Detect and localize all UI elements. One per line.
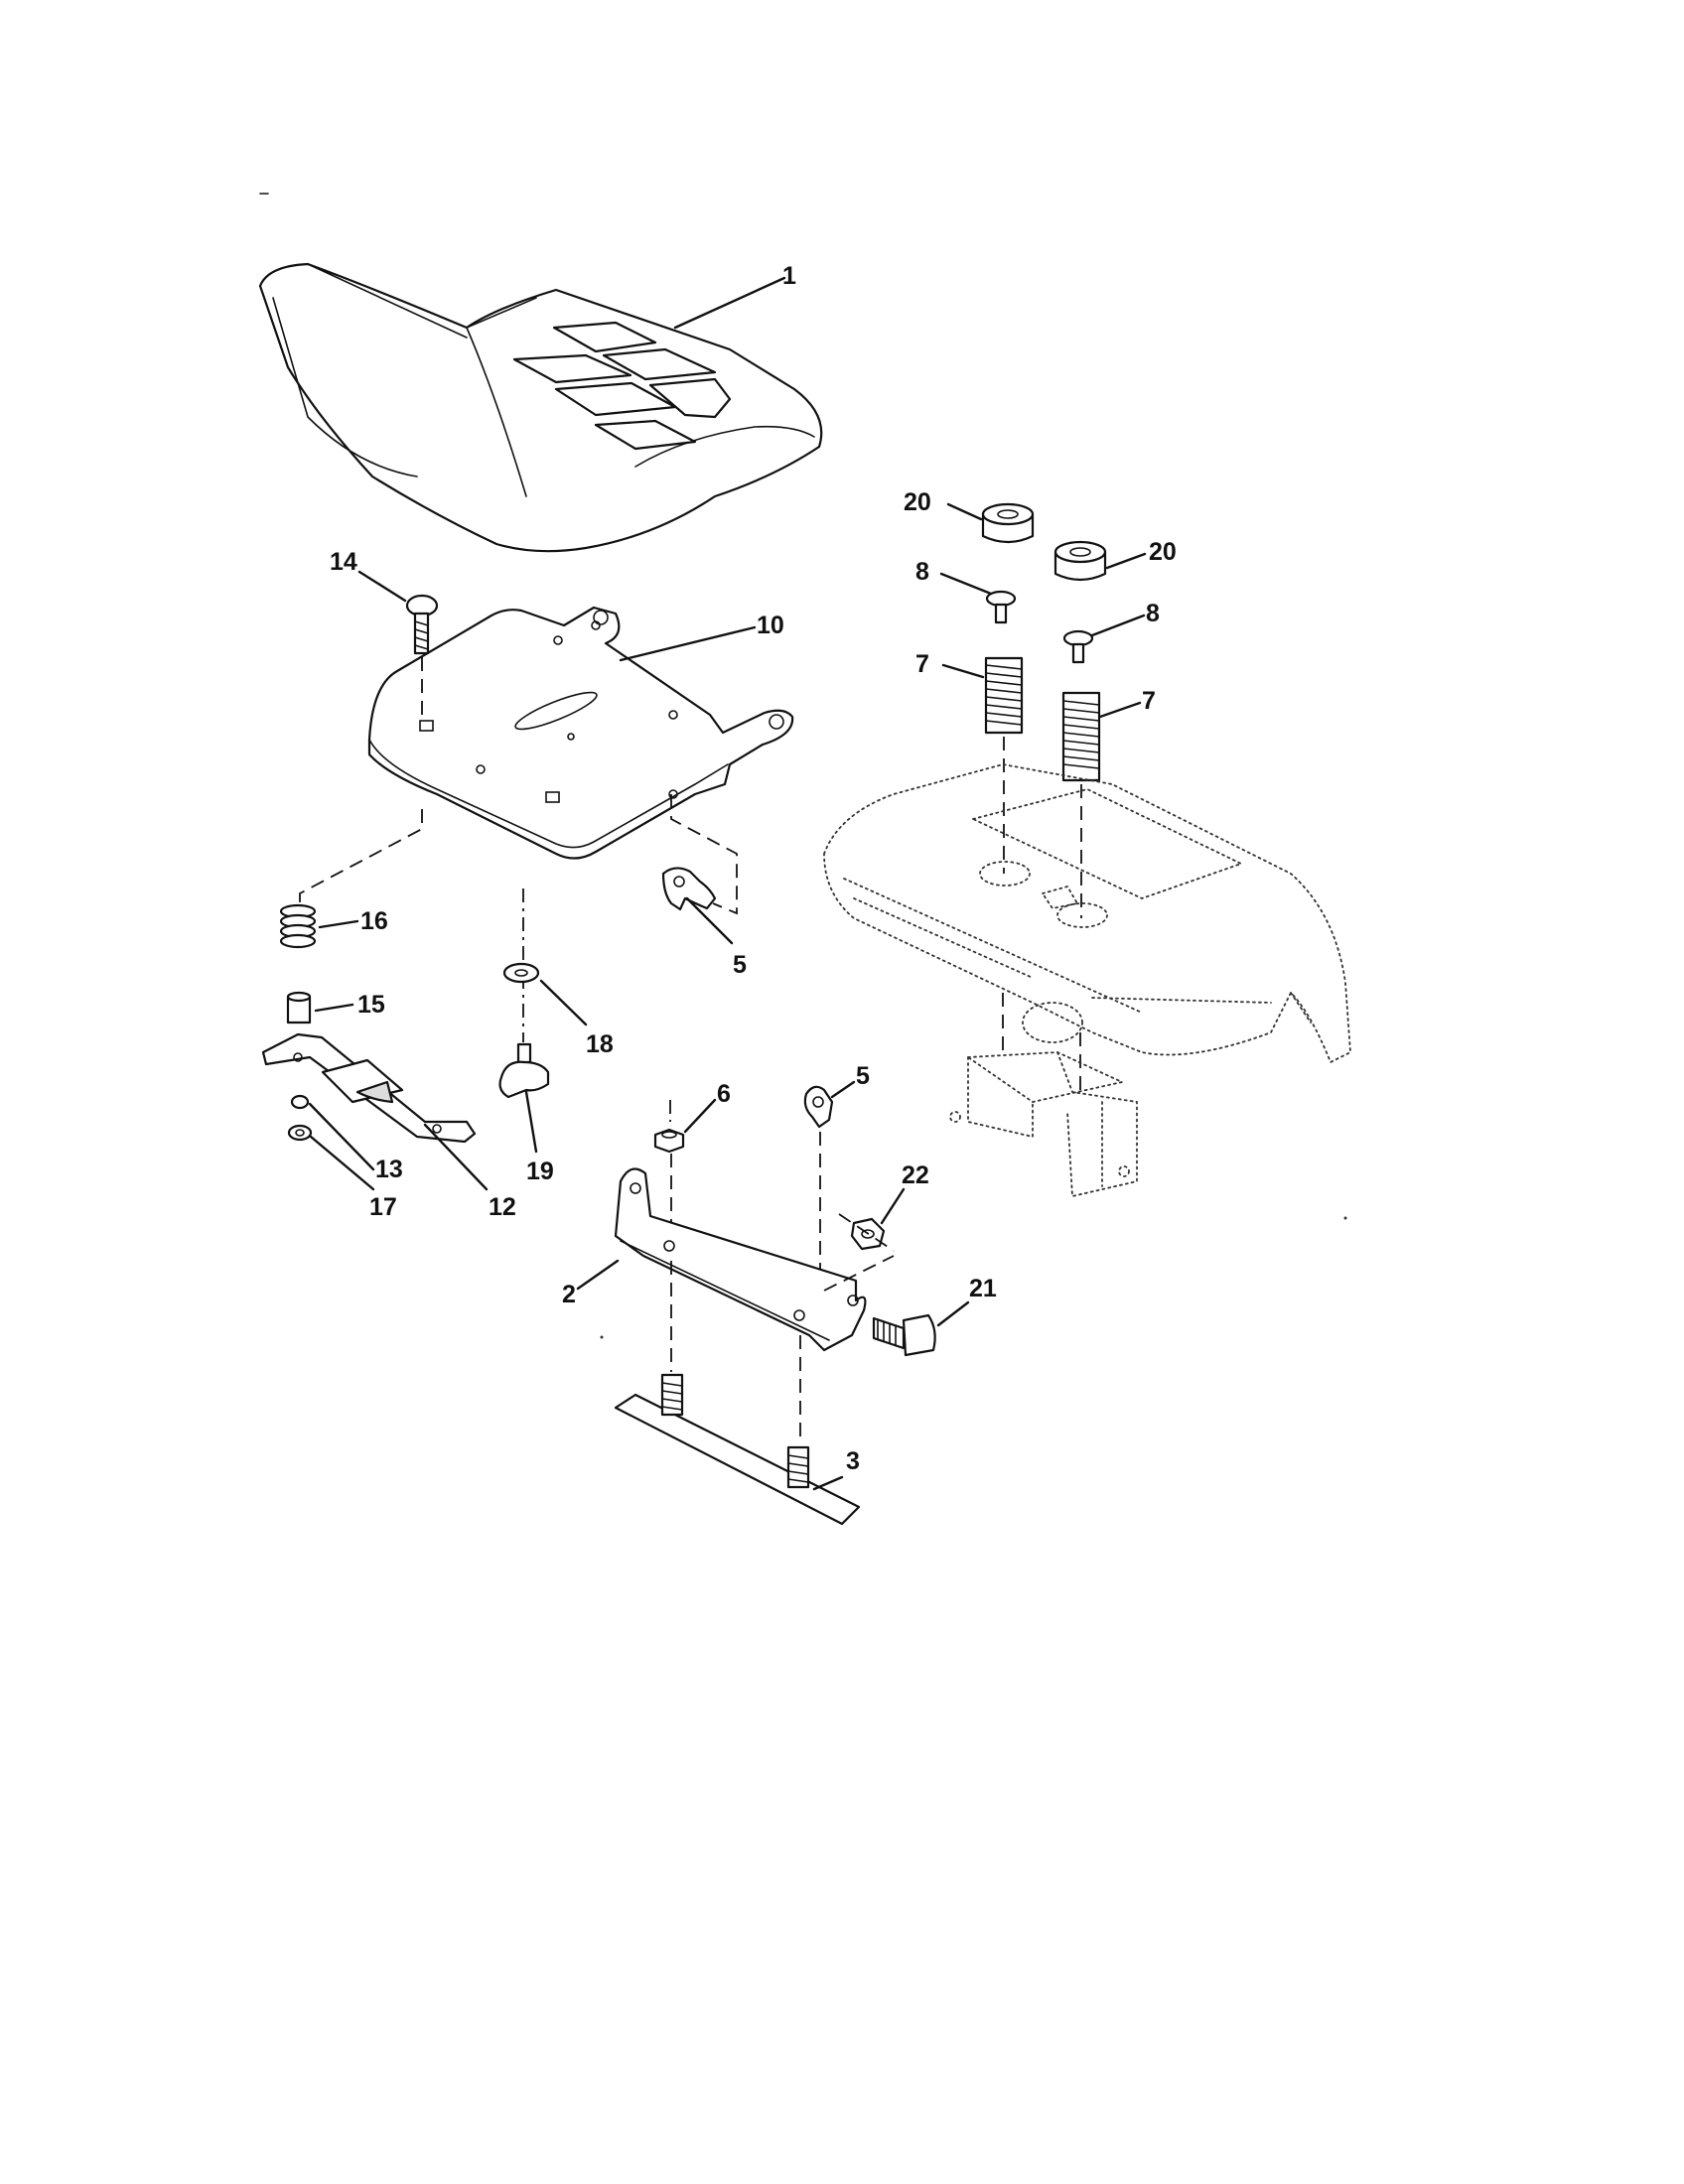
spring-small <box>279 903 317 949</box>
callout-14: 14 <box>330 548 357 576</box>
bushing-20-right <box>1053 540 1107 582</box>
callout-1: 1 <box>782 262 796 290</box>
callout-5-lower: 5 <box>856 1062 870 1090</box>
washer-17 <box>287 1124 313 1142</box>
stud-plate <box>614 1373 861 1526</box>
callout-2: 2 <box>562 1281 576 1308</box>
clip-upper <box>661 867 717 911</box>
callout-8-right: 8 <box>1146 600 1160 627</box>
callout-7-right: 7 <box>1142 687 1156 715</box>
carriage-bolt <box>405 594 439 655</box>
callout-20-right: 20 <box>1149 538 1177 566</box>
callout-16: 16 <box>360 907 388 935</box>
fender <box>823 763 1351 1064</box>
screw-8-left <box>985 590 1017 624</box>
callout-7-left: 7 <box>915 650 929 678</box>
callout-21: 21 <box>969 1275 997 1302</box>
callout-17: 17 <box>369 1193 397 1221</box>
seat-plate <box>367 606 794 860</box>
callout-12: 12 <box>489 1193 516 1221</box>
spring-7-right <box>1061 691 1101 782</box>
callout-6: 6 <box>717 1080 731 1108</box>
callout-8-left: 8 <box>915 558 929 586</box>
knob <box>498 1042 550 1099</box>
washer-18 <box>502 962 540 984</box>
pivot-bracket <box>614 1167 867 1352</box>
callout-10: 10 <box>757 612 784 639</box>
callout-22: 22 <box>902 1161 929 1189</box>
shoulder-bolt <box>872 1313 936 1357</box>
callout-15: 15 <box>357 991 385 1019</box>
spring-7-left <box>984 656 1024 735</box>
screw-8-right <box>1062 629 1094 664</box>
callout-19: 19 <box>526 1158 554 1185</box>
callout-18: 18 <box>586 1030 614 1058</box>
seat <box>258 262 823 553</box>
nut-6 <box>653 1128 685 1154</box>
nut-13 <box>290 1094 310 1110</box>
callout-20-left: 20 <box>904 488 931 516</box>
callout-5-upper: 5 <box>733 951 747 979</box>
bushing-20-left <box>981 502 1035 544</box>
callout-3: 3 <box>846 1447 860 1475</box>
spacer <box>286 991 312 1024</box>
clip-lower <box>803 1085 834 1129</box>
adjust-bracket <box>261 1032 477 1144</box>
callout-13: 13 <box>375 1156 403 1183</box>
support-bracket <box>949 1051 1138 1198</box>
